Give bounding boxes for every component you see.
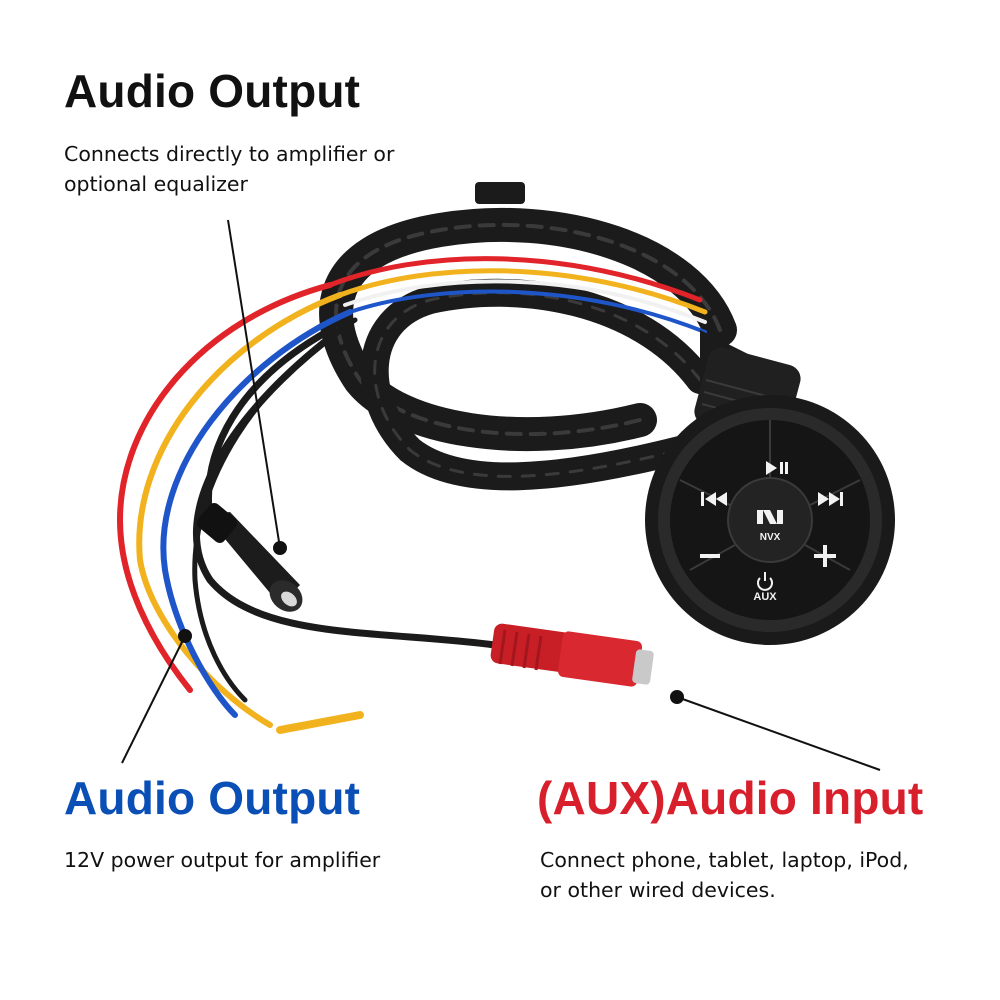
wire-red-top — [327, 256, 703, 303]
wire-yellow-tip — [276, 711, 364, 734]
next-icon — [818, 492, 843, 506]
pointer-dot-bottom-right — [670, 690, 684, 704]
pointer-bottom-left — [121, 635, 186, 764]
play-pause-icon — [766, 461, 788, 475]
audio-output-bottom-description: 12V power output for amplifier — [64, 848, 381, 872]
volume-down-icon — [700, 554, 720, 558]
wire-loop — [319, 182, 737, 491]
aux-label: AUX — [753, 591, 777, 603]
aux-audio-input-description-line1: Connect phone, tablet, laptop, iPod, — [540, 848, 909, 872]
bluetooth-controller: AUX NVX — [645, 395, 895, 645]
brand-label: NVX — [760, 532, 781, 543]
audio-output-jack — [196, 503, 303, 612]
aux-audio-input-description-line2: or other wired devices. — [540, 878, 776, 902]
audio-output-top-title: Audio Output — [64, 65, 361, 117]
aux-audio-input-title: (AUX)Audio Input — [537, 772, 924, 824]
callout-lines — [121, 219, 881, 771]
wire-bundle-inner-highlight — [373, 291, 702, 478]
bundle-clip — [475, 182, 525, 204]
nvx-logo-icon — [757, 510, 783, 524]
aux-input-cable — [193, 326, 499, 649]
audio-output-bottom-title: Audio Output — [64, 772, 361, 824]
audio-output-top-description-line2: optional equalizer — [64, 172, 248, 196]
audio-output-top-description-line1: Connects directly to amplifier or — [64, 142, 395, 166]
audio-output-cable — [205, 326, 334, 524]
pointer-top — [227, 219, 281, 549]
pointer-dot-top — [273, 541, 287, 555]
pointer-bottom-right — [676, 696, 881, 771]
wire-red-loose — [116, 282, 333, 693]
previous-icon — [701, 492, 727, 506]
loose-wires — [116, 282, 499, 734]
wire-blue-top — [348, 289, 707, 334]
wire-bundle-back-highlight — [334, 222, 722, 437]
volume-up-icon — [814, 545, 836, 567]
wire-yellow-top — [337, 268, 708, 315]
pointer-dot-bottom-left — [178, 629, 192, 643]
power-icon — [757, 572, 773, 591]
wire-white-top — [343, 279, 707, 324]
aux-input-connector — [490, 623, 654, 687]
wire-blue-loose — [160, 309, 353, 718]
